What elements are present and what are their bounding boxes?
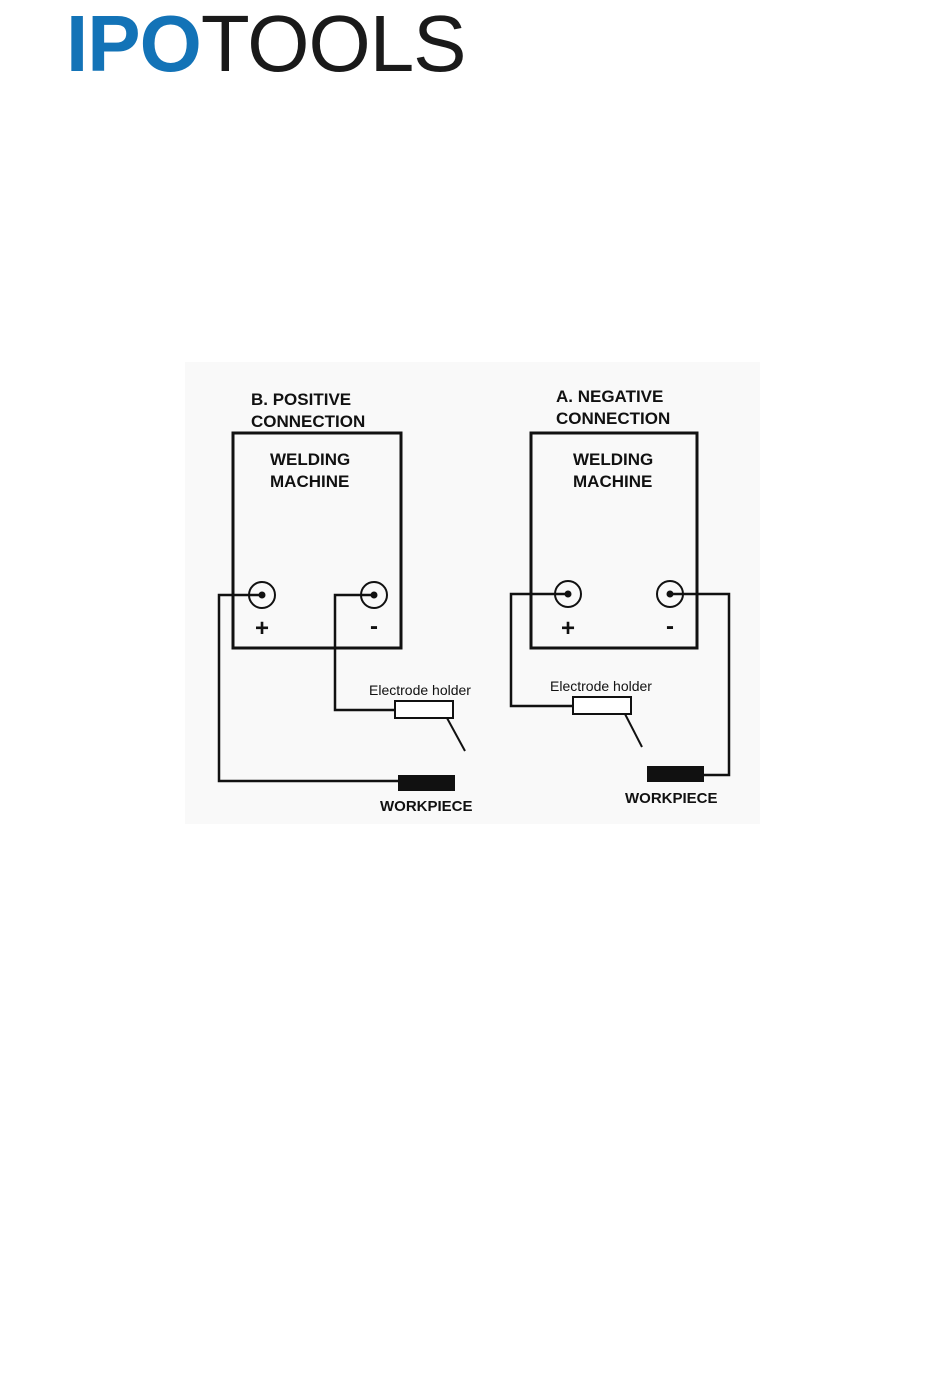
- welding-connection-figure: B. POSITIVE CONNECTION WELDING MACHINE +…: [185, 362, 760, 824]
- negative-plus-sign: +: [561, 615, 575, 642]
- positive-electrode-holder: [395, 701, 453, 718]
- logo-ipo-text: IPO: [66, 0, 201, 88]
- positive-workpiece-label: WORKPIECE: [380, 798, 473, 815]
- positive-electrode-label: Electrode holder: [369, 682, 471, 698]
- negative-workpiece-label: WORKPIECE: [625, 790, 718, 807]
- positive-plus-sign: +: [255, 615, 269, 642]
- positive-title-line1: B. POSITIVE: [251, 390, 351, 409]
- ipotools-logo: IPOTOOLS: [66, 4, 466, 84]
- positive-machine-line1: WELDING: [270, 450, 350, 469]
- positive-minus-sign: -: [370, 613, 378, 640]
- negative-workpiece: [647, 766, 704, 782]
- negative-title-line1: A. NEGATIVE: [556, 387, 663, 406]
- negative-electrode-label: Electrode holder: [550, 678, 652, 694]
- negative-minus-sign: -: [666, 613, 674, 640]
- negative-electrode-rod: [625, 714, 642, 747]
- negative-title-line2: CONNECTION: [556, 409, 670, 428]
- negative-machine-line1: WELDING: [573, 450, 653, 469]
- negative-electrode-holder: [573, 697, 631, 714]
- logo-tools-text: TOOLS: [201, 0, 466, 88]
- positive-title-line2: CONNECTION: [251, 412, 365, 431]
- positive-workpiece: [398, 775, 455, 791]
- connection-diagrams-svg: B. POSITIVE CONNECTION WELDING MACHINE +…: [185, 362, 760, 824]
- positive-electrode-rod: [447, 718, 465, 751]
- negative-machine-line2: MACHINE: [573, 472, 652, 491]
- positive-connection-diagram: B. POSITIVE CONNECTION WELDING MACHINE +…: [219, 390, 473, 815]
- negative-connection-diagram: A. NEGATIVE CONNECTION WELDING MACHINE +…: [511, 387, 729, 807]
- positive-machine-line2: MACHINE: [270, 472, 349, 491]
- negative-workpiece-cable: [670, 594, 729, 775]
